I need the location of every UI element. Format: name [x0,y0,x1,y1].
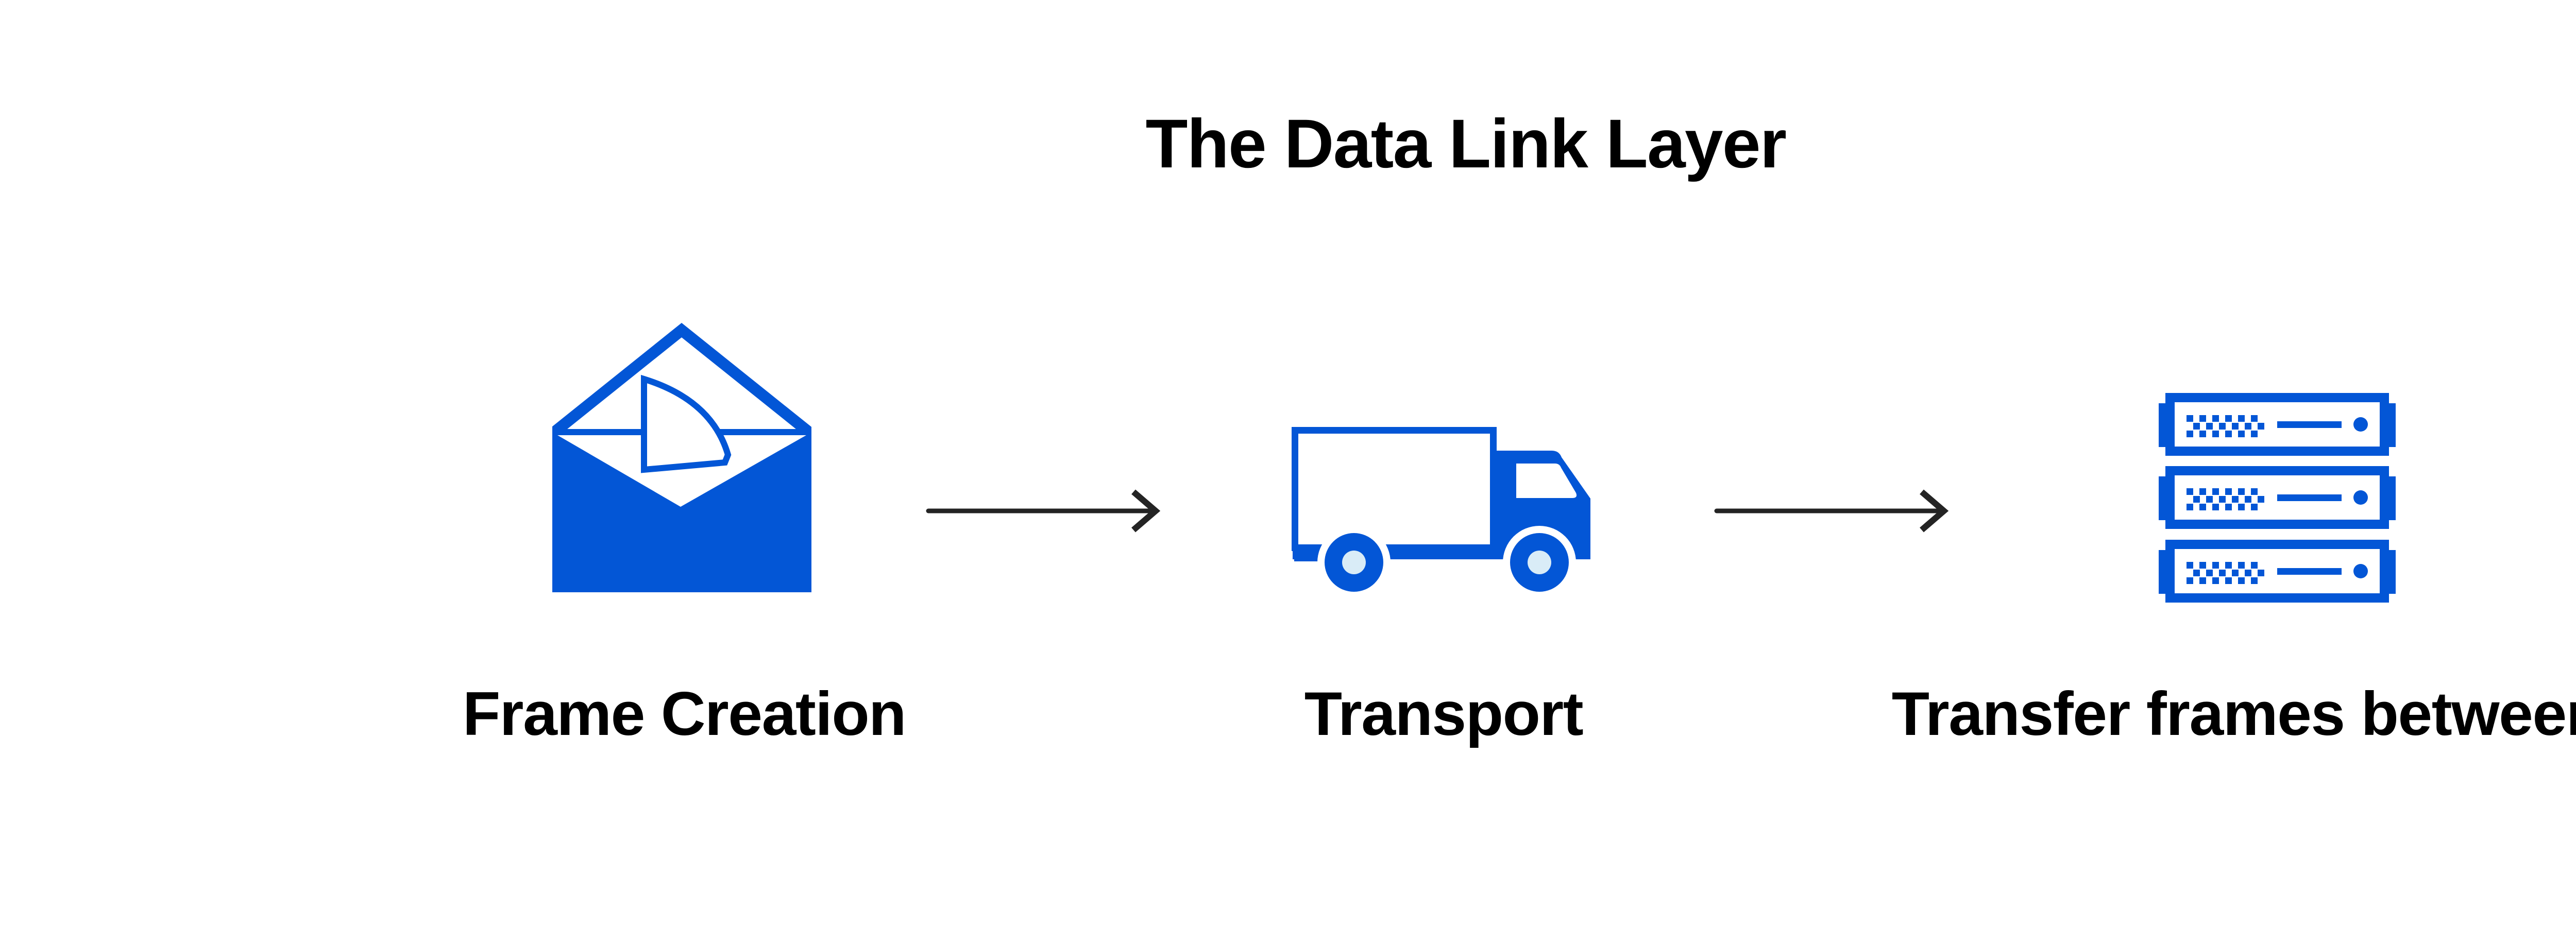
server-unit [2159,466,2396,529]
server-power-led [2353,417,2368,432]
server-slot-bar [2277,568,2342,575]
diagram-title: The Data Link Layer [1145,106,1787,182]
step-label: Transport [1304,679,1584,748]
server-right-tab [2388,476,2396,520]
server-slot-bar [2277,421,2342,428]
server-chassis [2165,466,2389,529]
frame-document-sheet [641,374,732,473]
arrow-right-icon [1714,489,1949,533]
server-right-tab [2388,550,2396,594]
step-label: Transfer frames between net [1891,679,2576,748]
arrow-head [1131,489,1161,533]
truck-rear-wheel [1317,526,1391,592]
server-unit [2159,540,2396,603]
delivery-truck-icon [1292,427,1590,592]
server-power-led [2353,564,2368,578]
step-label: Frame Creation [462,679,907,748]
server-power-led [2353,490,2368,505]
server-stack-icon [2159,393,2396,603]
truck-front-wheel [1503,526,1576,592]
server-left-tab [2159,476,2166,520]
server-slot-bar [2277,494,2342,501]
server-left-tab [2159,550,2166,594]
envelope-frame-icon [552,323,811,592]
server-vent-dots [2187,488,2264,510]
envelope-flap [552,323,811,437]
server-left-tab [2159,403,2166,447]
server-vent-dots [2187,562,2264,584]
truck-cargo-box [1292,427,1497,551]
server-vent-dots [2187,415,2264,437]
arrow-right-icon [926,489,1161,533]
truck-window [1516,464,1577,498]
arrow-head [1920,489,1949,533]
server-unit [2159,393,2396,456]
server-right-tab [2388,403,2396,447]
envelope-opening [557,435,806,507]
server-chassis [2165,540,2389,603]
